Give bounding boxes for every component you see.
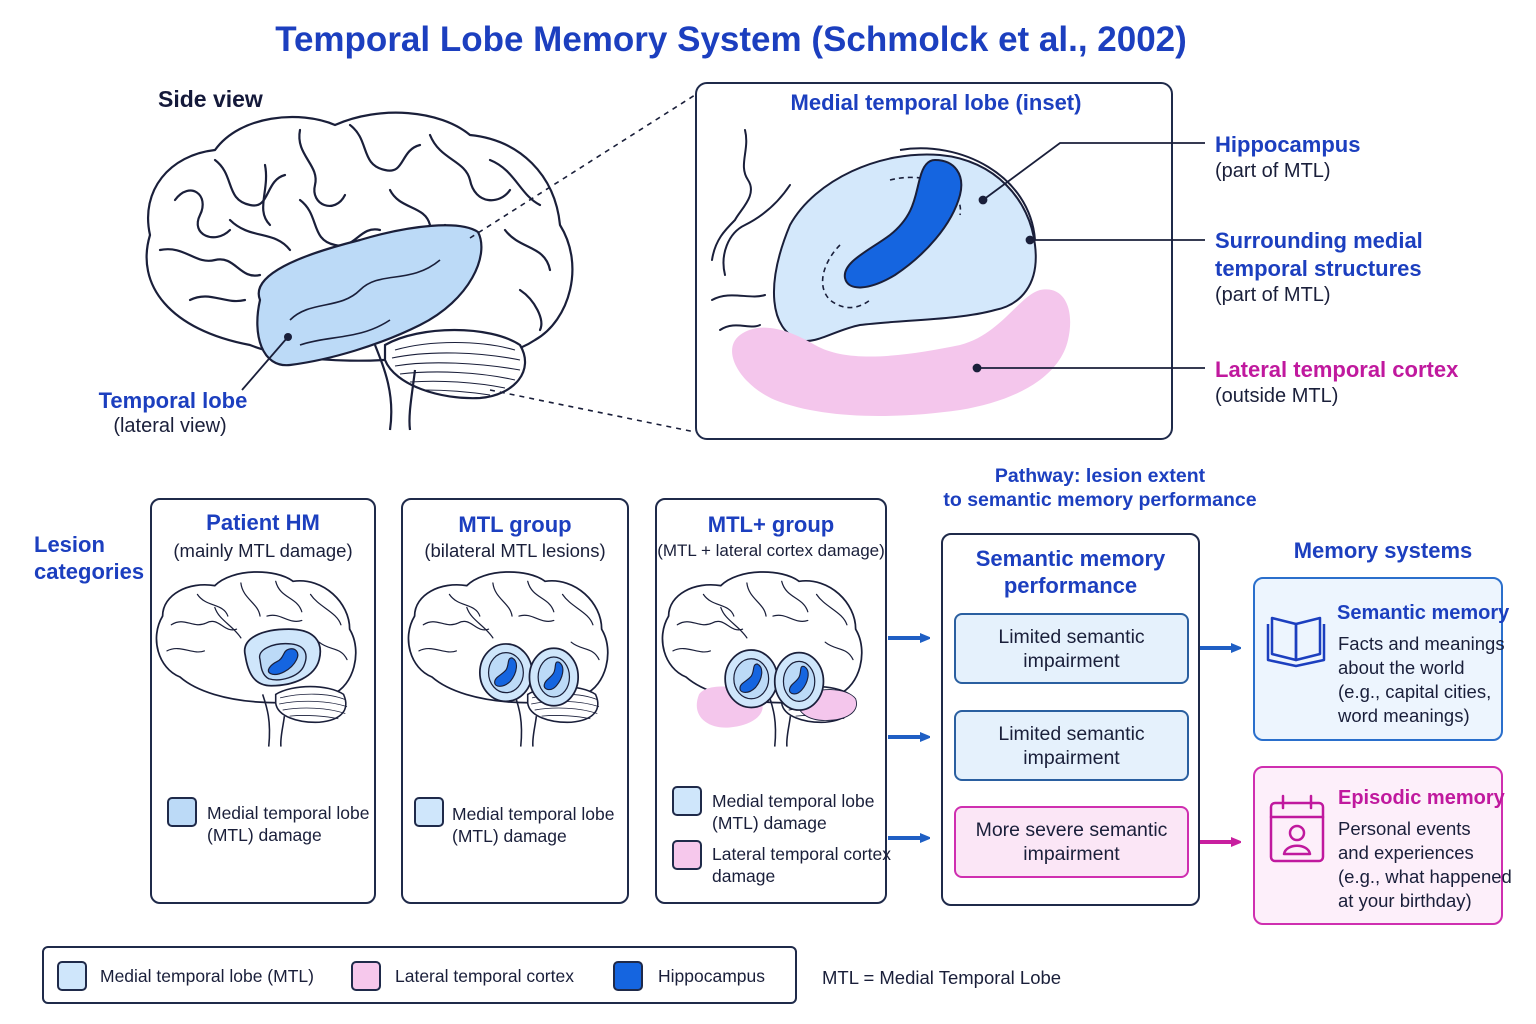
outcome-hm-line-2: impairment bbox=[1023, 650, 1120, 672]
hm-brain bbox=[155, 571, 357, 748]
legend-swatch-hippocampus bbox=[613, 961, 643, 991]
legend-note: MTL = Medial Temporal Lobe bbox=[822, 967, 1062, 988]
pathway-label-line-2: to semantic memory performance bbox=[943, 489, 1257, 511]
hippocampus-region bbox=[843, 158, 963, 289]
semantic-performance-title-line-2: performance bbox=[1003, 573, 1138, 598]
mtl-legend-line-1: Medial temporal lobe bbox=[452, 804, 615, 824]
legend-label-hippocampus: Hippocampus bbox=[658, 966, 765, 986]
semantic-desc-line-2: about the world bbox=[1338, 657, 1465, 678]
callout-lateral-cortex: Lateral temporal cortex (outside MTL) bbox=[1215, 356, 1458, 408]
mtl-legend-line-2: (MTL) damage bbox=[452, 826, 567, 846]
outcome-mtlplus-line-1: More severe semantic bbox=[975, 819, 1168, 841]
mtl-group-brain bbox=[407, 571, 609, 748]
legend-swatch-mtl bbox=[57, 961, 87, 991]
panel-mtlplus-subtitle: (MTL + lateral cortex damage) bbox=[657, 541, 885, 560]
outcome-mtl-line-1: Limited semantic bbox=[998, 723, 1145, 745]
panel-mtl-subtitle: (bilateral MTL lesions) bbox=[424, 540, 606, 561]
outcome-mtl-line-2: impairment bbox=[1023, 747, 1120, 769]
memory-systems-heading: Memory systems bbox=[1293, 538, 1473, 563]
callout-lateral-sub: (outside MTL) bbox=[1215, 385, 1339, 407]
mtlplus-legend-mtl-line-2: (MTL) damage bbox=[712, 813, 827, 833]
brainstem bbox=[373, 344, 417, 431]
mtlplus-legend-mtl-line-1: Medial temporal lobe bbox=[712, 791, 875, 811]
legend-swatch-lateral bbox=[351, 961, 381, 991]
page-title: Temporal Lobe Memory System (Schmolck et… bbox=[275, 20, 1187, 59]
mtl-plus-brain bbox=[661, 571, 863, 748]
lateral-temporal-cortex-region bbox=[732, 289, 1071, 416]
callout-surrounding-heading-1: Surrounding medial bbox=[1215, 228, 1423, 253]
temporal-lobe-sublabel: (lateral view) bbox=[113, 415, 227, 437]
callout-surrounding-sub: (part of MTL) bbox=[1215, 284, 1331, 306]
mtl-inset-frame bbox=[695, 82, 1173, 440]
episodic-desc-line-1: Personal events bbox=[1338, 818, 1471, 839]
semantic-memory-desc: Facts and meanings about the world (e.g.… bbox=[1338, 632, 1505, 728]
temporal-lobe-label: Temporal lobe bbox=[98, 388, 248, 413]
semantic-desc-line-1: Facts and meanings bbox=[1338, 633, 1505, 654]
mtlplus-legend-swatch-lateral bbox=[672, 840, 702, 870]
episodic-desc-line-4: at your birthday) bbox=[1338, 890, 1472, 911]
outcome-mtl-plus: More severe semantic impairment bbox=[954, 806, 1189, 878]
callout-hippocampus: Hippocampus (part of MTL) bbox=[1215, 131, 1360, 183]
callout-lateral-heading: Lateral temporal cortex bbox=[1215, 357, 1459, 382]
mtlplus-legend-swatch-mtl bbox=[672, 786, 702, 816]
episodic-desc-line-2: and experiences bbox=[1338, 842, 1474, 863]
legend-label-lateral: Lateral temporal cortex bbox=[395, 966, 574, 986]
temporal-lobe-region bbox=[256, 224, 483, 367]
semantic-memory-title: Semantic memory bbox=[1337, 602, 1510, 624]
semantic-desc-line-3: (e.g., capital cities, bbox=[1338, 681, 1492, 702]
pathway-label-line-1: Pathway: lesion extent bbox=[994, 465, 1206, 487]
panel-mtl-title: MTL group bbox=[458, 512, 572, 537]
mtl-legend-swatch-mtl bbox=[414, 797, 444, 827]
semantic-performance-title: Semantic memory performance bbox=[941, 545, 1200, 599]
callout-hippocampus-sub: (part of MTL) bbox=[1215, 160, 1331, 182]
hm-legend-line-1: Medial temporal lobe bbox=[207, 803, 370, 823]
lesion-categories-line-2: categories bbox=[34, 559, 145, 584]
side-view-label: Side view bbox=[158, 86, 263, 112]
hm-legend-label: Medial temporal lobe (MTL) damage bbox=[207, 802, 369, 846]
panel-mtlplus-title: MTL+ group bbox=[707, 512, 835, 537]
inset-title: Medial temporal lobe (inset) bbox=[790, 90, 1082, 115]
legend-label-mtl: Medial temporal lobe (MTL) bbox=[100, 966, 314, 986]
bottom-legend bbox=[42, 946, 797, 1004]
mtlplus-legend-label-lateral: Lateral temporal cortex damage bbox=[712, 843, 891, 887]
episodic-memory-title: Episodic memory bbox=[1338, 787, 1505, 809]
callout-surrounding-mtl: Surrounding medial temporal structures (… bbox=[1215, 227, 1423, 307]
episodic-desc-line-3: (e.g., what happened bbox=[1338, 866, 1512, 887]
outcome-mtlplus-line-2: impairment bbox=[1023, 843, 1120, 865]
mtlplus-legend-lat-line-1: Lateral temporal cortex bbox=[712, 844, 891, 864]
mtlplus-legend-label-mtl: Medial temporal lobe (MTL) damage bbox=[712, 790, 874, 834]
hm-legend-swatch-mtl bbox=[167, 797, 197, 827]
outcome-hm-line-1: Limited semantic bbox=[998, 626, 1145, 648]
semantic-performance-title-line-1: Semantic memory bbox=[975, 546, 1166, 571]
mtl-legend-label: Medial temporal lobe (MTL) damage bbox=[452, 803, 614, 847]
side-brain bbox=[145, 111, 574, 362]
outcome-hm: Limited semantic impairment bbox=[954, 613, 1189, 684]
outcome-mtl: Limited semantic impairment bbox=[954, 710, 1189, 781]
pathway-label: Pathway: lesion extent to semantic memor… bbox=[930, 464, 1270, 512]
episodic-memory-desc: Personal events and experiences (e.g., w… bbox=[1338, 817, 1512, 913]
panel-hm-title: Patient HM bbox=[206, 510, 320, 535]
semantic-desc-line-4: word meanings) bbox=[1338, 705, 1470, 726]
lesion-categories-label: Lesion categories bbox=[34, 531, 144, 585]
hm-legend-line-2: (MTL) damage bbox=[207, 825, 322, 845]
panel-hm-subtitle: (mainly MTL damage) bbox=[173, 540, 353, 561]
lesion-categories-line-1: Lesion bbox=[34, 532, 105, 557]
mtlplus-legend-lat-line-2: damage bbox=[712, 866, 776, 886]
callout-surrounding-heading-2: temporal structures bbox=[1215, 256, 1422, 281]
callout-hippocampus-heading: Hippocampus bbox=[1215, 132, 1361, 157]
